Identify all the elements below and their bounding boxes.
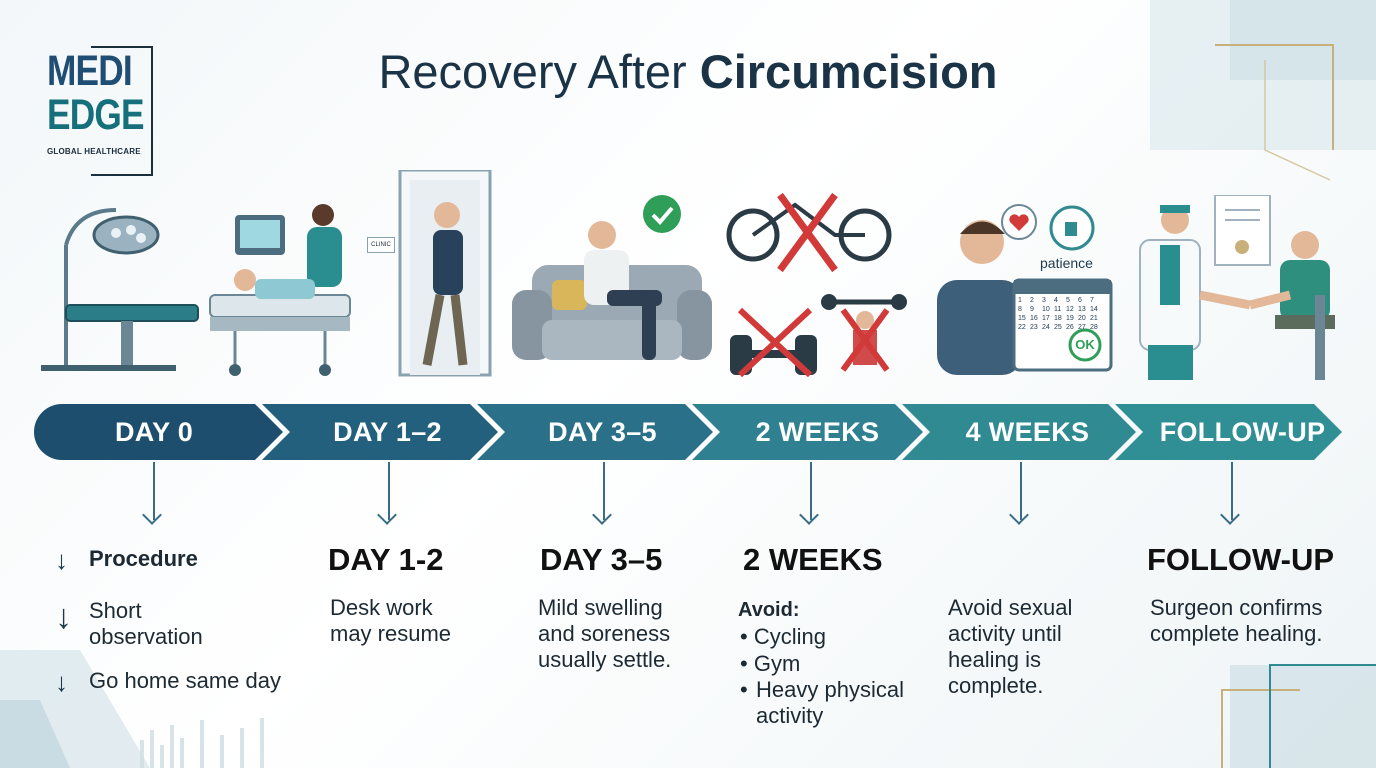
calendar-day: 20: [1078, 315, 1086, 322]
patience-calendar-illustration: [937, 204, 1113, 375]
calendar-day: 12: [1066, 306, 1074, 313]
calendar-day: 25: [1054, 324, 1062, 331]
clinic-sign: CLINIC: [367, 237, 395, 253]
avoid-item-text: Heavy physical activity: [756, 677, 904, 728]
calendar-day: 13: [1078, 306, 1086, 313]
calendar-day: 3: [1042, 297, 1046, 304]
arrow-down-icon: [1020, 462, 1022, 520]
stage-text: Avoid sexual activity until healing is c…: [948, 595, 1073, 698]
operating-table-illustration: [41, 208, 199, 371]
day0-item: ↓ Procedure: [55, 545, 198, 576]
timeline-day1-2: DAY 1–2: [333, 416, 442, 447]
page-title: Recovery After Circumcision: [0, 44, 1376, 99]
timeline-bar: [34, 404, 1342, 460]
timeline-day0: DAY 0: [114, 416, 194, 447]
patient-leaving-illustration: [398, 170, 492, 377]
calendar-day: 2: [1030, 297, 1034, 304]
sofa-resting-illustration: [512, 195, 712, 360]
timeline-4-weeks: 4 WEEKS: [965, 416, 1090, 447]
no-exercise-illustration: [726, 192, 907, 378]
calendar-day: 9: [1030, 306, 1034, 313]
calendar-day: 5: [1066, 297, 1070, 304]
hospital-bed-nurse-illustration: [209, 204, 351, 376]
stage-heading: 2 WEEKS: [743, 542, 883, 577]
day0-item: ↓ Go home same day: [55, 667, 281, 698]
calendar-day: 18: [1054, 315, 1062, 322]
logo-tagline: GLOBAL HEALTHCARE: [47, 147, 141, 156]
day0-item-text: Go home same day: [89, 668, 281, 693]
arrow-down-icon: [603, 462, 605, 520]
arrow-down-icon: [153, 462, 155, 520]
calendar-day: 17: [1042, 315, 1050, 322]
calendar-day: 1: [1018, 297, 1022, 304]
day0-item-text: Short observation: [89, 598, 203, 649]
calendar-day: 26: [1066, 324, 1074, 331]
small-arrow-down-icon: ↓: [55, 598, 72, 636]
calendar-day: 4: [1054, 297, 1058, 304]
title-bold: Circumcision: [699, 45, 998, 98]
calendar-day: 14: [1090, 306, 1098, 313]
avoid-item: • Cycling: [740, 624, 826, 649]
calendar-day: 28: [1090, 324, 1098, 331]
avoid-item: •Heavy physical activity: [740, 677, 920, 729]
calendar-day: 16: [1030, 315, 1038, 322]
timeline-follow-up: FOLLOW-UP: [1159, 416, 1326, 447]
calendar-day: 7: [1090, 297, 1094, 304]
doctor-handshake-illustration: [1139, 195, 1335, 380]
logo: MEDI EDGE GLOBAL HEALTHCARE: [47, 46, 153, 176]
calendar-day: 19: [1066, 315, 1074, 322]
stage-heading: FOLLOW-UP: [1147, 542, 1335, 577]
avoid-label: Avoid:: [738, 599, 800, 621]
stage-text: Mild swelling and soreness usually settl…: [538, 595, 672, 672]
calendar-day: 11: [1054, 306, 1062, 313]
calendar-day: 23: [1030, 324, 1038, 331]
calendar-day: 21: [1090, 315, 1098, 322]
stage-text: Surgeon confirms complete healing.: [1150, 595, 1323, 646]
small-arrow-down-icon: ↓: [55, 545, 68, 575]
calendar-day: 8: [1018, 306, 1022, 313]
day0-item: ↓ Short observation: [55, 598, 229, 650]
stage-text: Desk work may resume: [330, 595, 452, 646]
calendar-day: 15: [1018, 315, 1026, 322]
stage-heading: DAY 1-2: [328, 542, 444, 577]
arrow-down-icon: [1231, 462, 1233, 520]
calendar-day: 10: [1042, 306, 1050, 313]
avoid-item-text: Cycling: [753, 624, 826, 649]
title-regular: Recovery After: [378, 45, 700, 98]
logo-line1: MEDI: [47, 47, 133, 95]
day0-item-text: Procedure: [89, 546, 198, 571]
timeline-2-weeks: 2 WEEKS: [755, 416, 880, 447]
timeline-day3-5: DAY 3–5: [548, 416, 657, 447]
avoid-item: • Gym: [740, 651, 801, 676]
stage-heading: DAY 3–5: [540, 542, 663, 577]
calendar-day: 6: [1078, 297, 1082, 304]
patience-label: patience: [1040, 255, 1093, 271]
arrow-down-icon: [810, 462, 812, 520]
calendar-day: 22: [1018, 324, 1026, 331]
calendar-day: 27: [1078, 324, 1086, 331]
avoid-item-text: Gym: [753, 651, 801, 676]
calendar-ok-badge: OK: [1075, 337, 1095, 352]
small-arrow-down-icon: ↓: [55, 667, 68, 697]
arrow-down-icon: [388, 462, 390, 520]
logo-line2: EDGE: [47, 91, 144, 139]
calendar-day: 24: [1042, 324, 1050, 331]
logo-frame: [91, 46, 153, 176]
